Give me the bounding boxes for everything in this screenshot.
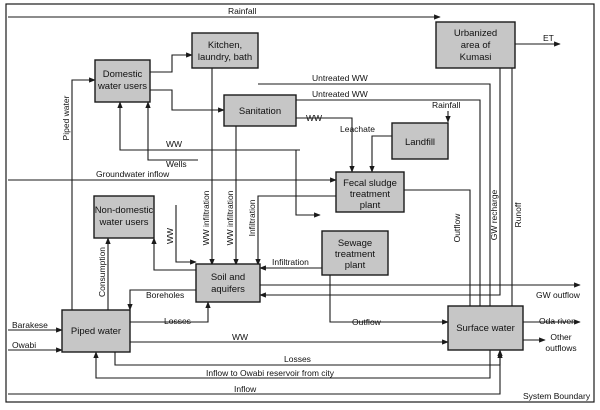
surface-label: Surface water bbox=[456, 323, 515, 334]
outflow-fecal-flow bbox=[404, 189, 473, 321]
rainfall-landfill-label: Rainfall bbox=[432, 100, 460, 110]
infiltration-vertical-label: Infiltration bbox=[247, 199, 257, 236]
untreated-ww-2-label: Untreated WW bbox=[312, 89, 368, 99]
piped-to-domestic bbox=[71, 77, 96, 310]
ww-infiltration-2-label: WW infiltration bbox=[225, 190, 235, 245]
landfill-box bbox=[391, 122, 449, 160]
barakese-label: Barakese bbox=[12, 320, 48, 330]
ww-nondomestic-label: WW bbox=[165, 228, 175, 244]
untreated-ww-sanitation bbox=[296, 99, 483, 321]
leachate-label: Leachate bbox=[340, 124, 375, 134]
node-boxes bbox=[61, 21, 524, 353]
kitchen-box bbox=[191, 32, 259, 69]
inflow-owabi-flow bbox=[93, 350, 491, 379]
consumption-label: Consumption bbox=[97, 247, 107, 297]
inflow-owabi-label: Inflow to Owabi reservoir from city bbox=[206, 368, 335, 378]
landfill-label: Landfill bbox=[405, 137, 435, 148]
losses-piped-flow bbox=[130, 301, 211, 323]
untreated-ww-kitchen bbox=[258, 83, 493, 321]
system-boundary-label: System Boundary bbox=[523, 391, 591, 401]
owabi-label: Owabi bbox=[12, 340, 36, 350]
sewage-box bbox=[321, 230, 389, 276]
piped-label: Piped water bbox=[71, 326, 121, 337]
nondomestic-box bbox=[93, 195, 155, 239]
outflow-sewage-label: Outflow bbox=[352, 317, 382, 327]
piped-box bbox=[61, 309, 131, 353]
ww-bottom-label: WW bbox=[232, 332, 248, 342]
ww-infiltration-1-label: WW infiltration bbox=[201, 190, 211, 245]
domestic-to-sanitation bbox=[150, 89, 225, 113]
infiltration-fecal bbox=[255, 195, 336, 266]
kitchen-label: Kitchen,laundry, bath bbox=[198, 40, 252, 63]
runoff-label: Runoff bbox=[513, 202, 523, 228]
sanitation-label: Sanitation bbox=[239, 106, 281, 117]
surface-box bbox=[447, 305, 524, 351]
gw-recharge-flow bbox=[259, 68, 501, 298]
fecal-box bbox=[335, 171, 405, 213]
system-boundary-frame bbox=[5, 3, 595, 403]
gw-outflow-label: GW outflow bbox=[536, 290, 581, 300]
wells-label: Wells bbox=[166, 159, 187, 169]
inflow-flow bbox=[8, 351, 503, 395]
domestic-box bbox=[94, 59, 151, 103]
outflow-vertical-label: Outflow bbox=[452, 213, 462, 243]
flow-labels: Rainfall ET Piped water Untreated WW Unt… bbox=[12, 6, 591, 401]
ww-sanitation-label: WW bbox=[306, 113, 322, 123]
flow-lines bbox=[8, 14, 581, 395]
piped-water-label: Piped water bbox=[61, 95, 71, 140]
et-label: ET bbox=[543, 33, 554, 43]
fecal-to-sewage bbox=[295, 150, 321, 218]
soil-to-nondomestic bbox=[151, 237, 196, 271]
ww-nondomestic-flow bbox=[175, 205, 197, 265]
ww-sanitation-to-fecal bbox=[296, 117, 355, 173]
oda-river-label: Oda river bbox=[539, 316, 574, 326]
ww-to-domestic bbox=[117, 101, 300, 151]
groundwater-inflow-label: Groundwater inflow bbox=[96, 169, 170, 179]
sanitation-box bbox=[223, 94, 297, 127]
wells-flow bbox=[145, 101, 198, 161]
untreated-ww-1-label: Untreated WW bbox=[312, 73, 368, 83]
gw-recharge-label: GW recharge bbox=[489, 189, 499, 240]
urbanized-box bbox=[435, 21, 516, 69]
rainfall-top-label: Rainfall bbox=[228, 6, 256, 16]
soil-box bbox=[195, 263, 261, 303]
ww-horizontal-label: WW bbox=[166, 139, 182, 149]
losses-bottom-label: Losses bbox=[284, 354, 311, 364]
domestic-to-kitchen bbox=[150, 52, 193, 73]
outflow-sewage-flow bbox=[329, 268, 449, 325]
boreholes-flow bbox=[127, 289, 196, 311]
boreholes-label: Boreholes bbox=[146, 290, 184, 300]
inflow-label: Inflow bbox=[234, 384, 257, 394]
leachate-flow bbox=[369, 135, 392, 173]
infiltration-sewage-label: Infiltration bbox=[272, 257, 309, 267]
losses-piped-label: Losses bbox=[164, 316, 191, 326]
